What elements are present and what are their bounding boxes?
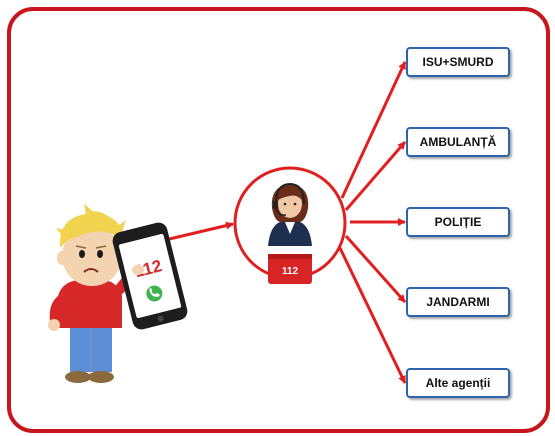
arrow-caller-to-dispatcher <box>164 221 234 242</box>
agency-box-alte-agentii: Alte agenții <box>406 368 510 398</box>
agency-box-ambulanta: AMBULANȚĂ <box>406 127 510 157</box>
agency-box-isu-smurd: ISU+SMURD <box>406 47 510 77</box>
dispatcher-figure: 112 <box>268 182 312 284</box>
agency-box-politie: POLIȚIE <box>406 207 510 237</box>
arrow-to-alte-agentii <box>338 247 407 384</box>
arrow-to-jandarmi <box>344 235 407 303</box>
arrow-to-isu-smurd <box>340 61 407 199</box>
dispatcher-desk <box>268 254 312 284</box>
caller-boy <box>48 204 140 383</box>
arrow-to-ambulanta <box>344 141 407 211</box>
desk-label: 112 <box>282 266 299 277</box>
agency-box-jandarmi: JANDARMI <box>406 287 510 317</box>
